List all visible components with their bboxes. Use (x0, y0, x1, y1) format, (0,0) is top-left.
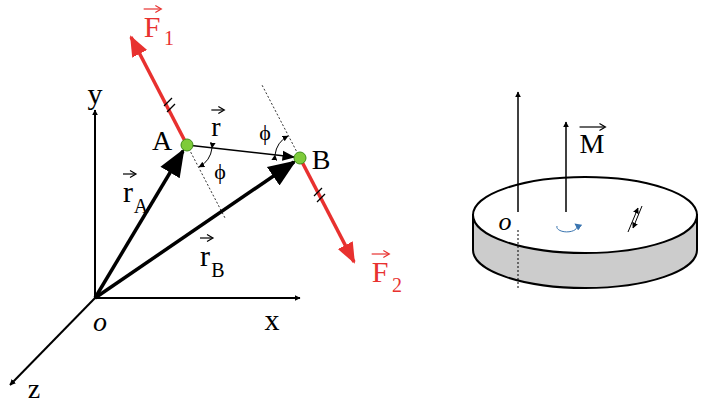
point-name: A (152, 127, 172, 155)
origin-name: o (93, 308, 107, 336)
vector-arrow (199, 234, 215, 242)
force-name: F (144, 12, 161, 42)
vector-name: r (211, 113, 220, 141)
disc (473, 92, 697, 288)
vector-subscript: A (134, 196, 148, 216)
point (181, 139, 306, 164)
axis-name: y (88, 79, 103, 109)
vector-arrow (122, 170, 138, 178)
force-arrow (131, 37, 354, 262)
position-vector (95, 145, 294, 298)
axes (10, 110, 300, 385)
vector-subscript: B (211, 260, 224, 280)
angle-name: ϕ (214, 161, 226, 183)
force-subscript: 1 (164, 28, 174, 48)
vector-arrow (143, 5, 164, 13)
axis-name: x (265, 305, 280, 335)
vector-arrow (371, 250, 392, 258)
point-name: B (312, 146, 331, 174)
parallel-mark (164, 98, 325, 202)
angle-name: ϕ (259, 122, 271, 144)
force-subscript: 2 (392, 275, 402, 295)
origin-name: o (499, 209, 512, 235)
force-name: F (372, 257, 389, 287)
moment-name: M (580, 130, 605, 158)
axis-name: z (28, 375, 40, 403)
vector-arrow (210, 106, 226, 114)
vector-arrow (579, 123, 608, 131)
vector-name: r (200, 241, 210, 271)
vector-name: r (123, 177, 133, 207)
